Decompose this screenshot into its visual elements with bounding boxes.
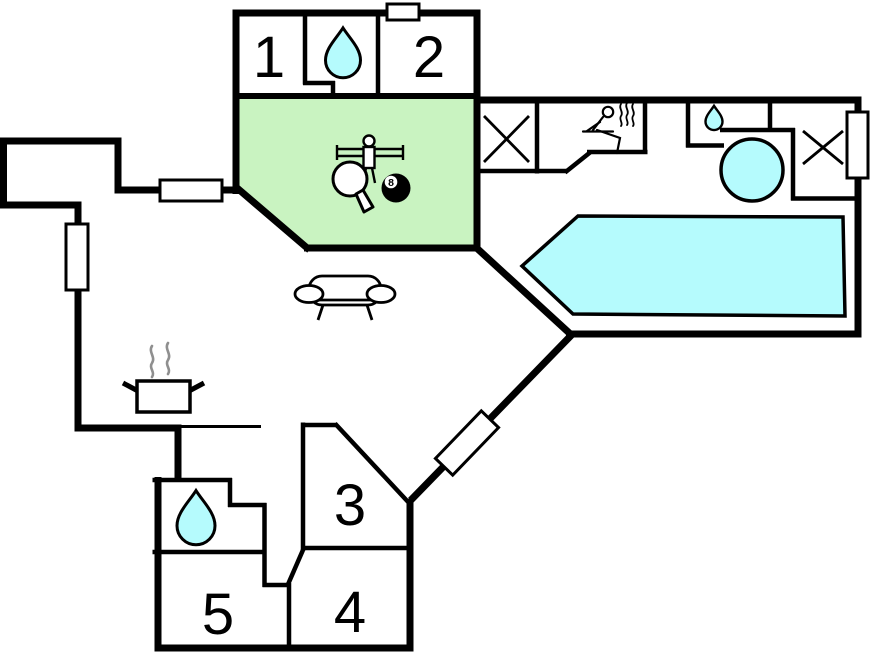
cooking-pot-icon — [121, 341, 206, 414]
eight-ball-number: 8 — [388, 177, 394, 189]
steam-lines-icon — [149, 341, 171, 379]
window-marker — [845, 110, 870, 180]
room-3-label: 3 — [334, 473, 366, 538]
swimming-pool — [519, 214, 847, 318]
x-mark-icon — [802, 129, 844, 166]
hot-tub-circle — [719, 137, 785, 203]
x-mark-icon — [482, 115, 531, 163]
window-marker — [158, 178, 224, 203]
table-tennis-paddle-icon — [331, 160, 375, 214]
room-4-label: 4 — [334, 580, 366, 645]
room-2-label: 2 — [413, 25, 445, 90]
room-1-label: 1 — [253, 25, 285, 90]
interior-walls — [152, 10, 858, 650]
steam-lines-icon — [619, 102, 635, 127]
water-drop-icon — [177, 491, 215, 545]
water-drop-icon — [706, 106, 723, 130]
room-5-label: 5 — [202, 582, 234, 647]
sauna-person-icon — [581, 102, 635, 155]
sofa-icon — [293, 274, 397, 321]
eight-ball-icon: 8 — [381, 173, 411, 203]
window-marker — [385, 2, 421, 22]
water-drop-icon — [326, 28, 361, 78]
window-markers — [64, 2, 870, 478]
window-marker — [64, 222, 90, 292]
window-marker — [433, 408, 501, 478]
